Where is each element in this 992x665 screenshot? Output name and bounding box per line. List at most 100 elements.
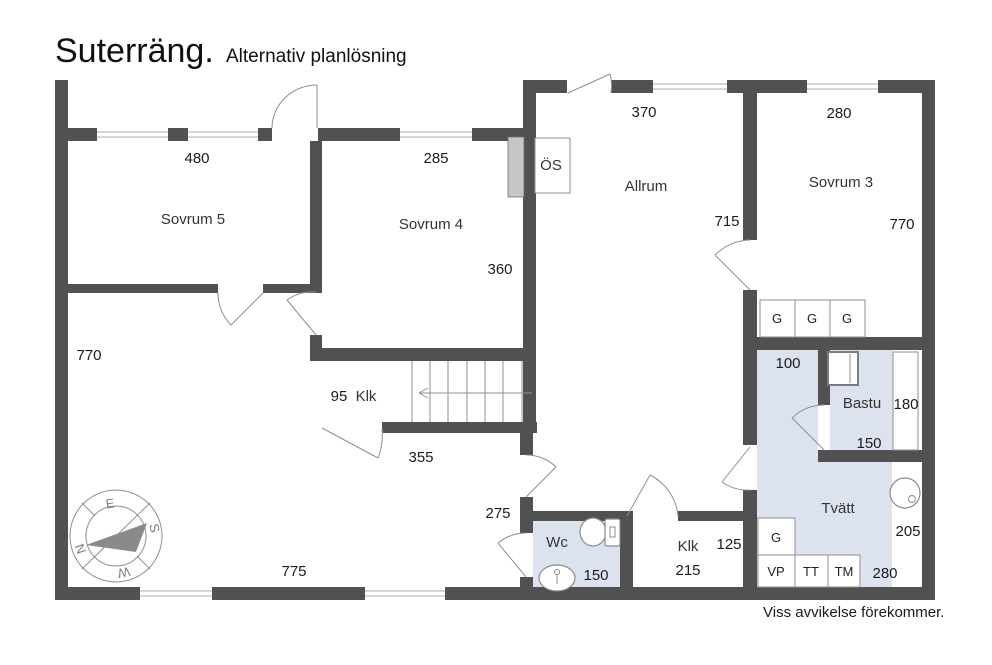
toilet-button [609,526,616,538]
allrum-west-wall [523,93,536,433]
window-sovrum5-b [188,128,258,141]
klk-label: Klk [678,538,699,555]
vestibule-door [525,454,557,498]
laundry-sink-drain [908,495,916,503]
dim-770-sovrum3: 770 [889,216,914,233]
wc-klk-divider [620,511,633,587]
page-subtitle: Alternativ planlösning [226,46,407,67]
sovrum3-bastu-wall [743,337,935,350]
wc-label: Wc [546,534,568,551]
disclaimer-text: Viss avvikelse förekommer. [763,604,944,621]
dim-775: 775 [281,563,306,580]
wc-top-wall [533,511,623,521]
dim-360: 360 [487,261,512,278]
dim-180: 180 [893,396,918,413]
stair-klk-door [321,427,383,459]
window-allrum [653,80,727,93]
closet-g1-label: G [772,311,782,326]
laundry-sink [889,477,921,509]
interior-walls [68,93,935,587]
compass-n-label: N [72,542,89,556]
wall-bottom-3 [445,587,935,600]
dim-355: 355 [408,449,433,466]
dim-715: 715 [714,213,739,230]
wall-bottom-2 [212,587,365,600]
vestibule-wall-3 [520,577,533,587]
bastu-bottom-wall [818,450,935,462]
dim-770-hall: 770 [76,347,101,364]
wall-top-left-2 [168,128,188,141]
sovrum5-label: Sovrum 5 [161,211,225,228]
stair-klk-label: Klk [356,388,377,405]
unit-vp-label: VP [767,564,784,579]
fixtures [507,136,921,592]
dim-370: 370 [631,104,656,121]
sovrum3-label: Sovrum 3 [809,174,873,191]
compass-inner-ring [85,505,147,567]
bastu-label: Bastu [843,395,881,412]
wall-top-right-2 [611,80,653,93]
fireplace-box [534,137,571,194]
bastu-door [791,404,825,451]
wall-left [55,80,68,600]
allrum-entrance-door [567,73,612,94]
window-hall-a [140,587,212,600]
compass-tick-se [136,555,151,570]
wall-top-left-1 [55,128,97,141]
doors [217,73,825,578]
sovrum5-door [217,292,264,326]
compass-w-label: W [116,564,132,581]
vestibule-wall-2 [520,497,533,533]
closet-g1 [759,299,796,338]
compass-rose: N E S W [69,489,163,583]
dim-280-sovrum3: 280 [826,105,851,122]
window-sovrum4 [400,128,472,141]
sauna-bench [892,351,919,451]
compass-s-label: S [146,522,163,534]
sovrum4-left-wall [310,141,322,292]
allrum-label: Allrum [625,178,668,195]
toilet-cistern [604,518,621,547]
wall-top-left-3 [258,128,272,141]
east-divider-wall-2 [743,290,757,445]
unit-tt-label: TT [803,564,819,579]
wall-top-right-3 [727,80,807,93]
stair-top-wall [310,348,536,361]
dim-275: 275 [485,505,510,522]
labels: Sovrum 5 Sovrum 4 Allrum Sovrum 3 Bastu … [76,104,920,584]
sovrum4-label: Sovrum 4 [399,216,463,233]
closet-g3 [829,299,866,338]
sovrum5-bottom-wall-1 [68,284,218,293]
dim-205: 205 [895,523,920,540]
window-sovrum3 [807,80,878,93]
wall-top-left-4 [318,128,400,141]
stair-direction-arrow [418,387,532,399]
unit-vp [757,554,796,588]
fireplace-label: ÖS [540,156,562,174]
dim-150-wc: 150 [583,567,608,584]
dim-480: 480 [184,150,209,167]
tvatt-label: Tvätt [821,500,855,517]
klk-door [626,474,679,517]
dim-215: 215 [675,562,700,579]
dim-100: 100 [775,355,800,372]
windows [97,80,878,600]
page-title: Suterräng. [55,32,214,70]
stair-bottom-wall [382,422,537,433]
closet-g-tvatt-label: G [771,530,781,545]
closet-g3-label: G [842,311,852,326]
sovrum3-door [714,239,751,291]
wc-door [497,532,527,578]
chimney [507,136,525,198]
closet-g2 [794,299,831,338]
compass-tick-nw [81,502,96,517]
wall-bottom-1 [55,587,140,600]
window-hall-b [365,587,445,600]
staircase [411,361,532,422]
compass-outer-ring [69,489,163,583]
dim-150-bastu: 150 [856,435,881,452]
window-sovrum5-a [97,128,168,141]
unit-tm-label: TM [835,564,854,579]
